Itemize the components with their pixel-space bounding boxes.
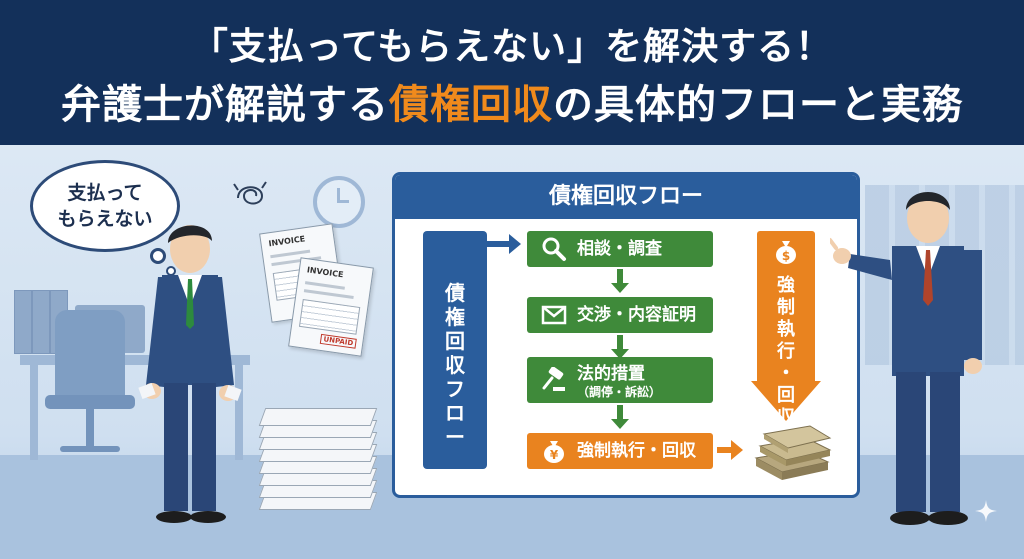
title-banner: 「支払ってもらえない」を解決する！ 弁護士が解説する債権回収の具体的フローと実務 xyxy=(0,0,1024,145)
envelope-icon xyxy=(541,305,567,325)
flow-step-negotiation: 交渉・内容証明 xyxy=(527,297,713,333)
invoice-stack xyxy=(258,400,378,510)
unpaid-stamp: UNPAID xyxy=(319,333,357,349)
flow-side-label: 債 権 回 収 フ ロ ー xyxy=(423,231,487,469)
title-line-2-start: 弁護士が解説する xyxy=(61,82,389,128)
worry-scribble-icon xyxy=(233,181,267,205)
cash-stack-icon xyxy=(754,425,832,480)
lawyer xyxy=(830,180,990,530)
title-highlight: 債権回収 xyxy=(389,82,553,128)
side-arrow-icon xyxy=(487,234,521,254)
bubble-line-1: 支払って xyxy=(67,182,143,204)
money-bag-icon: ¥ xyxy=(544,441,564,463)
money-bag-icon: $ xyxy=(776,241,796,264)
flow-title: 債権回収フロー xyxy=(395,175,857,219)
wall-clock-icon xyxy=(313,176,365,228)
gavel-icon xyxy=(542,367,565,391)
office-chair xyxy=(55,310,125,400)
right-arrow-icon xyxy=(717,440,743,460)
title-line-2: 弁護士が解説する債権回収の具体的フローと実務 xyxy=(0,72,1024,130)
down-arrow-icon xyxy=(611,405,629,429)
svg-text:$: $ xyxy=(782,249,790,263)
magnifier-icon xyxy=(542,237,566,261)
unpaid-invoice-document: INVOICE UNPAID xyxy=(288,257,374,357)
worried-client xyxy=(118,215,248,535)
bubble-line-2: もらえない xyxy=(57,208,153,230)
desk xyxy=(20,355,250,365)
flow-step-consultation: 相談・調査 xyxy=(527,231,713,267)
title-line-1: 「支払ってもらえない」を解決する！ xyxy=(190,25,834,68)
svg-text:¥: ¥ xyxy=(550,448,559,462)
flow-step-label: 交渉・内容証明 xyxy=(577,305,696,325)
flow-step-label: 強制執行・回収 xyxy=(577,441,696,461)
flow-step-legal-action: 法的措置 （調停・訴訟） xyxy=(527,357,713,403)
flow-step-label: 相談・調査 xyxy=(577,239,662,259)
speech-bubble: 支払って もらえない xyxy=(30,160,180,252)
flow-step-sublabel: （調停・訴訟） xyxy=(577,385,662,399)
sparkle-icon xyxy=(975,500,997,522)
down-arrow-icon xyxy=(611,269,629,293)
down-arrow-icon xyxy=(611,335,629,359)
flow-step-label: 法的措置 xyxy=(577,364,645,384)
title-line-2-end: の具体的フローと実務 xyxy=(553,82,963,128)
enforcement-arrow: $ 強 制 執 行 ・ 回 収 xyxy=(751,231,821,428)
flow-step-enforcement: ¥ 強制執行・回収 xyxy=(527,433,713,469)
